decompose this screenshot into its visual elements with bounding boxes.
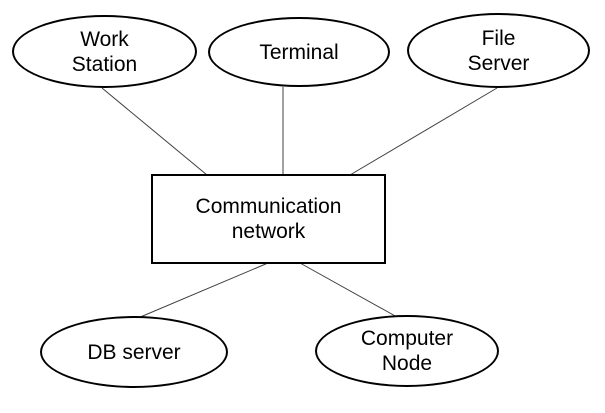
edge-work-station-line: [101, 87, 208, 176]
node-file-server: File Server: [407, 13, 590, 88]
node-computer-node-label-line1: Computer: [360, 327, 454, 350]
node-communication-network-label-line2: network: [231, 220, 306, 243]
node-communication-network: Communication network: [151, 174, 386, 264]
edge-file-server-line: [349, 87, 498, 176]
node-terminal-label: Terminal: [259, 40, 339, 64]
node-communication-network-label-line1: Communication: [195, 195, 342, 218]
node-terminal: Terminal: [208, 17, 390, 87]
node-work-station-label-line1: Work: [80, 27, 129, 51]
node-computer-node-label-line2: Node: [381, 352, 433, 375]
node-file-server-label-line2: Server: [467, 51, 530, 75]
node-db-server: DB server: [40, 316, 228, 388]
edge-computer-node-line: [299, 262, 398, 318]
node-computer-node: Computer Node: [315, 315, 499, 387]
node-db-server-label: DB server: [87, 340, 181, 364]
edge-db-server-line: [137, 262, 269, 319]
node-work-station: Work Station: [12, 15, 197, 88]
node-work-station-label-line2: Station: [71, 52, 138, 76]
node-file-server-label-line1: File: [481, 26, 516, 50]
